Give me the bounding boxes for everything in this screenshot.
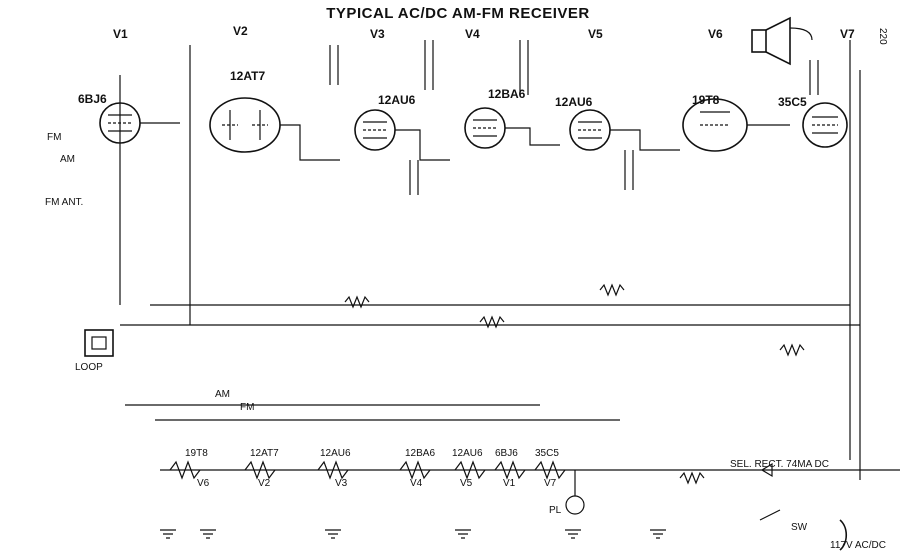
stage-label-v7: V7: [840, 27, 855, 41]
label-pl: PL: [549, 505, 562, 516]
tube-v7: 35C5: [778, 95, 848, 148]
loop-antenna-icon: [84, 329, 114, 357]
heater-stage-v5: V5: [460, 478, 473, 489]
pilot-lamp-icon: [565, 495, 585, 515]
label-am: AM: [60, 154, 75, 165]
tube-type-v7: 35C5: [778, 95, 807, 109]
heater-tube-v4: 12BA6: [405, 448, 435, 459]
power-switch-icon: [759, 509, 781, 521]
wiring: [119, 40, 861, 485]
diagram-title: TYPICAL AC/DC AM-FM RECEIVER: [326, 5, 589, 22]
stage-label-v1: V1: [113, 27, 128, 41]
stage-label-v5: V5: [588, 27, 603, 41]
heater-tube-v6: 19T8: [185, 448, 208, 459]
heater-tube-v5: 12AU6: [452, 448, 483, 459]
tube-type-v6: 19T8: [692, 93, 720, 107]
tube-type-v5: 12AU6: [555, 95, 593, 109]
tube-v5: 12AU6: [555, 95, 611, 151]
heater-chain: 19T8 12AT7 12AU6 12BA6 12AU6 6BJ6 35C5 V…: [160, 448, 900, 551]
speaker-icon: [751, 16, 813, 66]
heater-tube-v1: 6BJ6: [495, 448, 518, 459]
tube-v6: 19T8: [682, 93, 748, 152]
tube-type-v1: 6BJ6: [78, 92, 107, 106]
tube-v4: 12BA6: [464, 87, 526, 149]
heater-stage-v2: V2: [258, 478, 271, 489]
label-fm-ant: FM ANT.: [45, 197, 83, 208]
selenium-rectifier-icon: [760, 462, 773, 478]
label-fm-switch: FM: [240, 402, 254, 413]
heater-stage-v7: V7: [544, 478, 557, 489]
heater-stage-v1: V1: [503, 478, 516, 489]
label-sw: SW: [791, 522, 808, 533]
stage-label-v6: V6: [708, 27, 723, 41]
tube-v2: 12AT7: [209, 69, 281, 153]
tube-type-v3: 12AU6: [378, 93, 416, 107]
heater-stage-v4: V4: [410, 478, 423, 489]
stage-label-v4: V4: [465, 27, 480, 41]
ground-symbols: [160, 529, 666, 539]
stage-label-v3: V3: [370, 27, 385, 41]
tube-type-v2: 12AT7: [230, 69, 265, 83]
label-fm: FM: [47, 132, 61, 143]
heater-tube-v3: 12AU6: [320, 448, 351, 459]
stage-label-v2: V2: [233, 24, 248, 38]
label-sel-rect: SEL. RECT. 74MA DC: [730, 459, 829, 470]
plug-icon: [839, 519, 848, 551]
heater-tube-v2: 12AT7: [250, 448, 279, 459]
label-am-switch: AM: [215, 389, 230, 400]
page-number: 220: [877, 28, 888, 45]
heater-stage-v3: V3: [335, 478, 348, 489]
heater-tube-v7: 35C5: [535, 448, 559, 459]
tube-type-v4: 12BA6: [488, 87, 526, 101]
tube-v1: 6BJ6: [78, 92, 141, 144]
label-loop: LOOP: [75, 362, 103, 373]
tube-v3: 12AU6: [354, 93, 416, 151]
label-mains: 117V AC/DC: [830, 540, 886, 551]
heater-stage-v6: V6: [197, 478, 210, 489]
